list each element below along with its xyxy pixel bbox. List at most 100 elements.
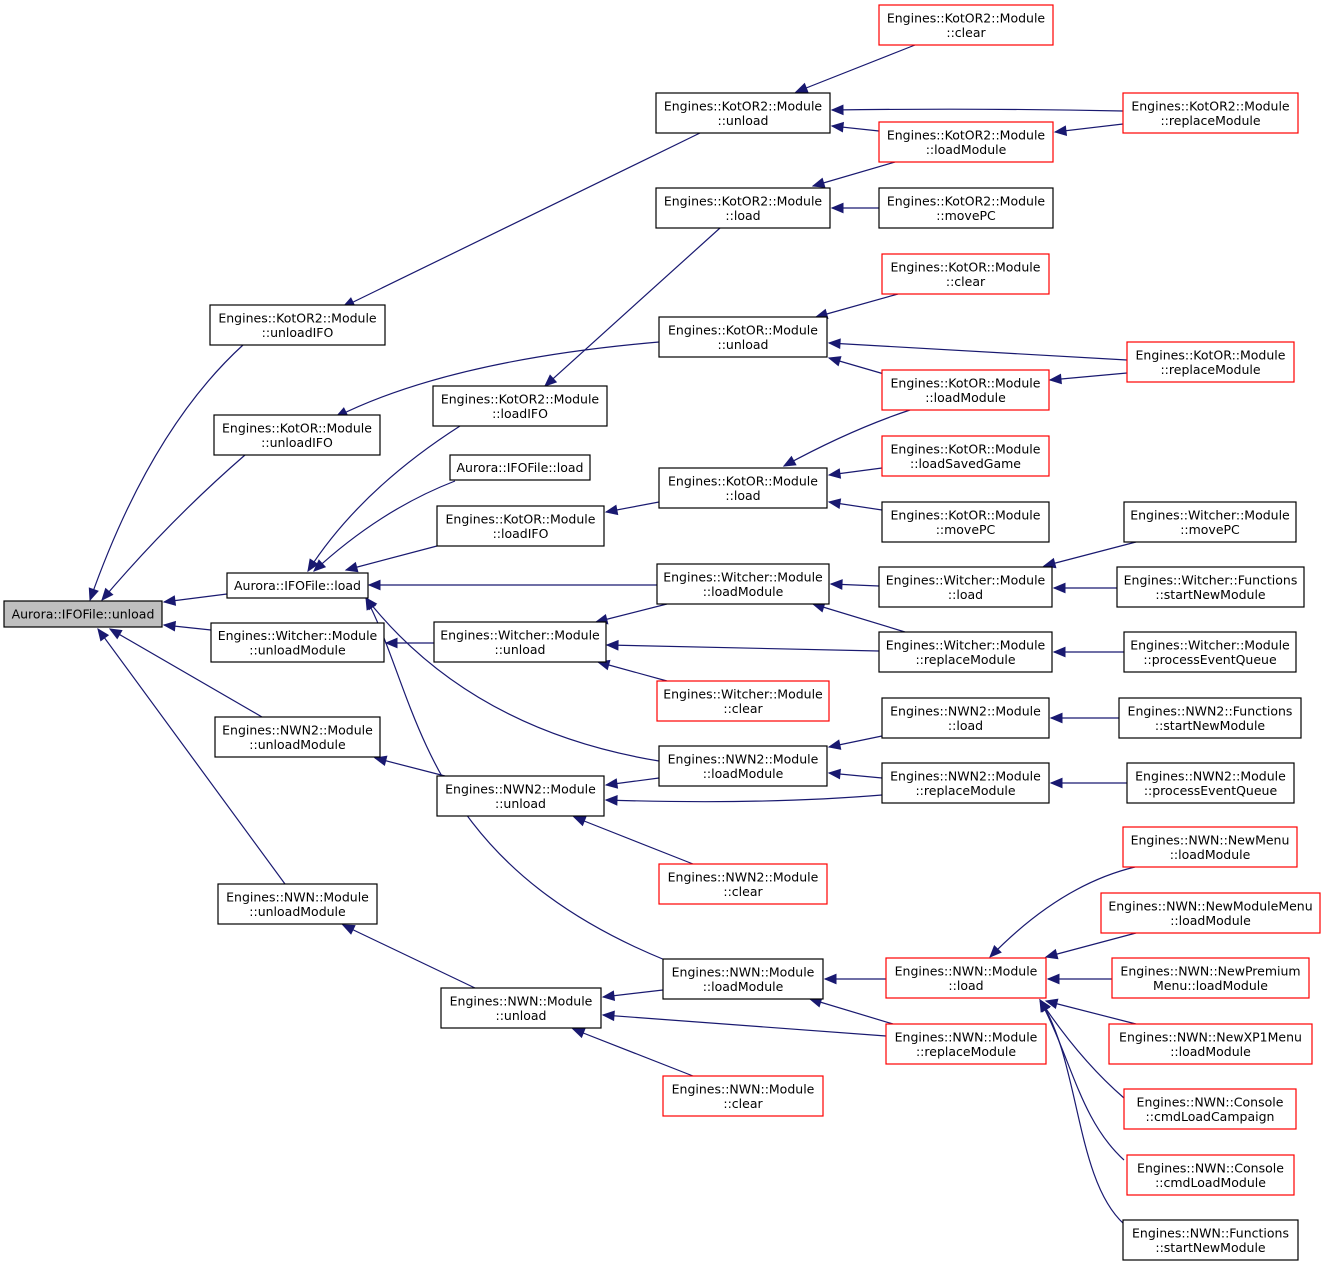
node-k1_clear[interactable]: Engines::KotOR::Module::clear xyxy=(881,253,1050,295)
edge-line xyxy=(374,757,446,777)
node-n2_replaceModule[interactable]: Engines::NWN2::Module::replaceModule xyxy=(881,762,1050,804)
arrowhead-icon xyxy=(572,816,587,827)
arrowhead-icon xyxy=(830,121,845,133)
edge-line xyxy=(595,603,668,623)
node-n1_loadModule[interactable]: Engines::NWN::Module::loadModule xyxy=(662,958,824,1000)
node-label-line: Engines::KotOR2::Module xyxy=(664,193,823,208)
node-w_unload[interactable]: Engines::Witcher::Module::unload xyxy=(433,621,607,663)
edge-line xyxy=(97,628,286,885)
node-n1_unload[interactable]: Engines::NWN::Module::unload xyxy=(440,987,602,1029)
node-ifo_load2[interactable]: Aurora::IFOFile::load xyxy=(449,454,591,481)
node-w_clear[interactable]: Engines::Witcher::Module::clear xyxy=(656,680,830,722)
node-label-line: Engines::KotOR2::Module xyxy=(441,391,600,406)
node-k2_replaceModule[interactable]: Engines::KotOR2::Module::replaceModule xyxy=(1122,92,1299,134)
node-n1_replaceModule[interactable]: Engines::NWN::Module::replaceModule xyxy=(885,1023,1047,1065)
node-box xyxy=(881,435,1050,477)
edge-n1_newPremiumMenu-to-n1_load xyxy=(1046,973,1112,985)
edge-k2_loadModule-to-k2_load xyxy=(811,161,896,188)
node-n1_cmdLoadCampaign[interactable]: Engines::NWN::Console::cmdLoadCampaign xyxy=(1123,1088,1297,1130)
node-box xyxy=(878,631,1053,673)
node-label-line: Engines::KotOR2::Module xyxy=(218,310,377,325)
node-k1_loadModule[interactable]: Engines::KotOR::Module::loadModule xyxy=(881,369,1050,411)
node-k1_replaceModule[interactable]: Engines::KotOR::Module::replaceModule xyxy=(1126,341,1295,383)
node-label-line: ::replaceModule xyxy=(1160,362,1260,377)
node-k1_load[interactable]: Engines::KotOR::Module::load xyxy=(658,467,828,509)
node-n1_cmdLoadModule[interactable]: Engines::NWN::Console::cmdLoadModule xyxy=(1126,1154,1295,1196)
node-label-line: Engines::Witcher::Module xyxy=(440,627,600,642)
node-w_loadModule[interactable]: Engines::Witcher::Module::loadModule xyxy=(656,563,830,605)
node-k1_loadSavedGame[interactable]: Engines::KotOR::Module::loadSavedGame xyxy=(881,435,1050,477)
node-k2_movePC[interactable]: Engines::KotOR2::Module::movePC xyxy=(878,187,1054,229)
node-label-line: Aurora::IFOFile::load xyxy=(234,578,361,593)
node-label-line: ::movePC xyxy=(1180,522,1240,537)
node-n2_load[interactable]: Engines::NWN2::Module::load xyxy=(881,697,1050,739)
node-w_load[interactable]: Engines::Witcher::Module::load xyxy=(878,566,1053,608)
node-k2_unloadIFO[interactable]: Engines::KotOR2::Module::unloadIFO xyxy=(209,304,386,346)
node-k2_load[interactable]: Engines::KotOR2::Module::load xyxy=(655,187,831,229)
node-n2_unloadModule[interactable]: Engines::NWN2::Module::unloadModule xyxy=(214,716,381,758)
node-label-line: ::clear xyxy=(723,884,763,899)
node-n1_clear[interactable]: Engines::NWN::Module::clear xyxy=(662,1075,824,1117)
node-box xyxy=(662,1075,824,1117)
node-label-line: Engines::NWN2::Module xyxy=(890,768,1041,783)
node-w_movePC[interactable]: Engines::Witcher::Module::movePC xyxy=(1123,501,1297,543)
node-label-line: ::startNewModule xyxy=(1155,1240,1266,1255)
node-k2_loadIFO[interactable]: Engines::KotOR2::Module::loadIFO xyxy=(432,385,608,427)
node-box xyxy=(658,745,828,787)
node-n2_unload[interactable]: Engines::NWN2::Module::unload xyxy=(436,775,605,817)
arrowhead-icon xyxy=(108,628,123,640)
node-k2_unload[interactable]: Engines::KotOR2::Module::unload xyxy=(655,92,831,134)
node-box xyxy=(658,467,828,509)
node-box xyxy=(1100,892,1321,934)
node-root[interactable]: Aurora::IFOFile::unload xyxy=(3,600,163,628)
edge-n2_unload-to-n2_unloadModule xyxy=(373,755,446,777)
node-n2_clear[interactable]: Engines::NWN2::Module::clear xyxy=(658,863,828,905)
arrowhead-icon xyxy=(829,579,843,590)
node-label-line: ::loadModule xyxy=(1170,1044,1251,1059)
node-n1_load[interactable]: Engines::NWN::Module::load xyxy=(885,957,1047,999)
node-k1_unload[interactable]: Engines::KotOR::Module::unload xyxy=(658,316,828,358)
edge-n2_replaceModule-to-n2_unload xyxy=(604,794,883,806)
node-n1_newXP1Menu[interactable]: Engines::NWN::NewXP1Menu::loadModule xyxy=(1108,1023,1313,1065)
node-ifo_load[interactable]: Aurora::IFOFile::load xyxy=(226,572,369,599)
node-n1_unloadModule[interactable]: Engines::NWN::Module::unloadModule xyxy=(217,883,378,925)
node-box xyxy=(1116,566,1305,608)
edge-k1_unloadIFO-to-root xyxy=(101,454,246,601)
arrowhead-icon xyxy=(1042,557,1057,569)
node-n2_loadModule[interactable]: Engines::NWN2::Module::loadModule xyxy=(658,745,828,787)
arrowhead-icon xyxy=(794,82,809,93)
node-box xyxy=(1123,1088,1297,1130)
node-label-line: ::clear xyxy=(946,25,986,40)
node-label-line: Engines::Witcher::Functions xyxy=(1124,572,1298,587)
node-k1_unloadIFO[interactable]: Engines::KotOR::Module::unloadIFO xyxy=(213,414,381,456)
edge-line xyxy=(1039,999,1125,1161)
edge-line xyxy=(828,342,1128,361)
node-box xyxy=(881,762,1050,804)
node-n1_startNewModule[interactable]: Engines::NWN::Functions::startNewModule xyxy=(1122,1219,1299,1261)
edge-k1_loadSavedGame-to-k1_load xyxy=(827,467,883,479)
node-w_replaceModule[interactable]: Engines::Witcher::Module::replaceModule xyxy=(878,631,1053,673)
node-label-line: ::load xyxy=(725,208,760,223)
node-k1_movePC[interactable]: Engines::KotOR::Module::movePC xyxy=(881,501,1050,543)
node-n1_newModuleMenu[interactable]: Engines::NWN::NewModuleMenu::loadModule xyxy=(1100,892,1321,934)
node-n1_newMenu[interactable]: Engines::NWN::NewMenu::loadModule xyxy=(1122,826,1298,868)
node-w_processEventQueue[interactable]: Engines::Witcher::Module::processEventQu… xyxy=(1123,631,1297,673)
node-box xyxy=(1126,341,1295,383)
node-k1_loadIFO[interactable]: Engines::KotOR::Module::loadIFO xyxy=(436,505,605,547)
node-label-line: Engines::Witcher::Module xyxy=(1130,637,1290,652)
node-label-line: ::load xyxy=(948,978,983,993)
node-n2_startNewModule[interactable]: Engines::NWN2::Functions::startNewModule xyxy=(1118,697,1302,739)
node-n2_processEventQueue[interactable]: Engines::NWN2::Module::processEventQueue xyxy=(1126,762,1295,804)
node-k2_loadModule[interactable]: Engines::KotOR2::Module::loadModule xyxy=(878,121,1054,163)
node-label-line: Aurora::IFOFile::load xyxy=(457,460,584,475)
node-box xyxy=(436,505,605,547)
node-label-line: Engines::NWN::Module xyxy=(450,993,593,1008)
node-box xyxy=(217,883,378,925)
edge-line xyxy=(605,794,883,803)
node-k2_clear[interactable]: Engines::KotOR2::Module::clear xyxy=(878,4,1054,46)
node-label-line: Aurora::IFOFile::unload xyxy=(12,607,155,622)
edge-n1_clear-to-n1_unload xyxy=(571,1028,694,1077)
node-w_startNewModule[interactable]: Engines::Witcher::Functions::startNewMod… xyxy=(1116,566,1305,608)
node-w_unloadModule[interactable]: Engines::Witcher::Module::unloadModule xyxy=(210,622,385,663)
